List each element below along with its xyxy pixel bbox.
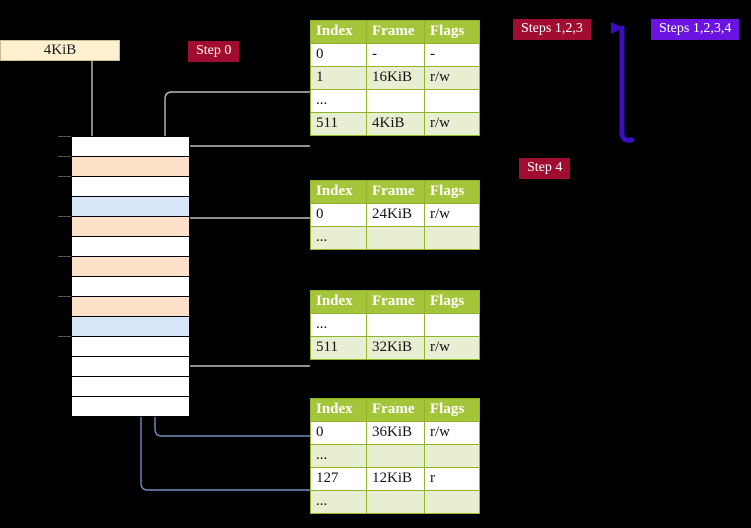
cell-frame bbox=[366, 490, 425, 514]
cell-flags bbox=[424, 226, 480, 250]
cell-index: 0 bbox=[310, 203, 367, 227]
column-header-index: Index bbox=[310, 180, 367, 204]
memory-frame-row bbox=[72, 257, 189, 277]
cell-flags: r/w bbox=[424, 203, 480, 227]
memory-frame-row bbox=[72, 177, 189, 197]
memory-tick bbox=[58, 336, 71, 337]
cell-index: ... bbox=[310, 444, 367, 468]
cell-flags: r/w bbox=[424, 66, 480, 90]
cell-frame bbox=[366, 89, 425, 113]
cell-flags bbox=[424, 444, 480, 468]
table-row: ... bbox=[310, 226, 480, 250]
memory-frame-row bbox=[72, 317, 189, 337]
table-row: ... bbox=[310, 490, 480, 514]
cell-index: 0 bbox=[310, 43, 367, 67]
cell-index: 511 bbox=[310, 112, 367, 136]
badge-steps-1-2-3-4: Steps 1,2,3,4 bbox=[651, 19, 740, 40]
memory-frame-row bbox=[72, 377, 189, 397]
column-header-flags: Flags bbox=[424, 290, 480, 314]
cell-index: ... bbox=[310, 313, 367, 337]
memory-tick bbox=[58, 136, 71, 137]
cell-index: ... bbox=[310, 490, 367, 514]
table-row: ... bbox=[310, 89, 480, 113]
memory-frame-row bbox=[72, 137, 189, 157]
column-header-frame: Frame bbox=[366, 20, 425, 44]
memory-frame-row bbox=[72, 157, 189, 177]
cell-frame: 16KiB bbox=[366, 66, 425, 90]
column-header-frame: Frame bbox=[366, 180, 425, 204]
cell-frame: - bbox=[366, 43, 425, 67]
cell-frame bbox=[366, 313, 425, 337]
cell-index: 1 bbox=[310, 66, 367, 90]
cell-flags: r/w bbox=[424, 112, 480, 136]
cell-index: 0 bbox=[310, 421, 367, 445]
column-header-flags: Flags bbox=[424, 20, 480, 44]
cell-frame: 32KiB bbox=[366, 336, 425, 360]
cell-index: ... bbox=[310, 226, 367, 250]
memory-frame-row bbox=[72, 397, 189, 417]
cell-frame: 12KiB bbox=[366, 467, 425, 491]
column-header-frame: Frame bbox=[366, 290, 425, 314]
memory-tick bbox=[58, 216, 71, 217]
memory-frame-row bbox=[72, 297, 189, 317]
physical-memory-column bbox=[71, 136, 190, 417]
memory-tick bbox=[58, 296, 71, 297]
badge-step-4: Step 4 bbox=[519, 158, 571, 179]
table-row: ... bbox=[310, 444, 480, 468]
cell-frame: 36KiB bbox=[366, 421, 425, 445]
column-header-frame: Frame bbox=[366, 398, 425, 422]
memory-tick bbox=[58, 256, 71, 257]
cell-flags: r bbox=[424, 467, 480, 491]
cell-flags: r/w bbox=[424, 336, 480, 360]
memory-frame-row bbox=[72, 337, 189, 357]
column-header-flags: Flags bbox=[424, 180, 480, 204]
memory-frame-row bbox=[72, 237, 189, 257]
memory-tick bbox=[58, 176, 71, 177]
cell-index: 511 bbox=[310, 336, 367, 360]
column-header-flags: Flags bbox=[424, 398, 480, 422]
cell-frame: 24KiB bbox=[366, 203, 425, 227]
table-row: ... bbox=[310, 313, 480, 337]
cell-flags: - bbox=[424, 43, 480, 67]
badge-step-0: Step 0 bbox=[188, 41, 240, 62]
memory-frame-row bbox=[72, 357, 189, 377]
badge-steps-1-2-3: Steps 1,2,3 bbox=[513, 19, 591, 40]
cell-frame bbox=[366, 226, 425, 250]
cell-flags bbox=[424, 313, 480, 337]
column-header-index: Index bbox=[310, 20, 367, 44]
table-row: 0-- bbox=[310, 43, 480, 67]
cell-frame: 4KiB bbox=[366, 112, 425, 136]
memory-tick bbox=[58, 156, 71, 157]
column-header-index: Index bbox=[310, 398, 367, 422]
cell-flags bbox=[424, 89, 480, 113]
cell-flags bbox=[424, 490, 480, 514]
cell-frame bbox=[366, 444, 425, 468]
column-header-index: Index bbox=[310, 290, 367, 314]
memory-frame-row bbox=[72, 217, 189, 237]
cell-index: ... bbox=[310, 89, 367, 113]
cell-index: 127 bbox=[310, 467, 367, 491]
memory-frame-row bbox=[72, 197, 189, 217]
memory-size-label: 4KiB bbox=[0, 40, 120, 61]
cell-flags: r/w bbox=[424, 421, 480, 445]
memory-frame-row bbox=[72, 277, 189, 297]
